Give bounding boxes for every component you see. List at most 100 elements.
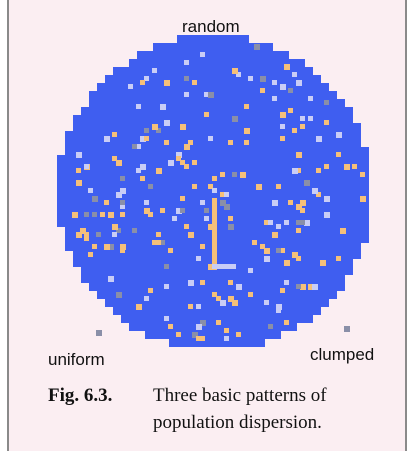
individual-dot: [280, 288, 285, 293]
individual-dot: [276, 304, 282, 310]
individual-dot: [320, 260, 326, 266]
individual-dot: [112, 224, 118, 230]
individual-dot: [232, 300, 238, 306]
individual-dot: [212, 188, 217, 193]
individual-dot: [140, 164, 146, 170]
individual-dot: [164, 316, 169, 321]
label-random: random: [182, 17, 240, 36]
individual-dot: [100, 212, 105, 217]
individual-dot: [188, 140, 193, 145]
individual-dot: [316, 168, 321, 173]
individual-dot: [164, 264, 169, 269]
individual-dot: [300, 284, 306, 290]
individual-dot: [156, 240, 161, 245]
individual-dot: [236, 284, 242, 290]
dispersion-disc: [57, 35, 369, 347]
individual-dot: [144, 296, 149, 301]
individual-dot: [216, 296, 221, 301]
individual-dot: [112, 232, 117, 237]
individual-dot: [308, 96, 313, 101]
individual-dot: [200, 336, 205, 341]
individual-dot: [264, 248, 270, 254]
individual-dot: [224, 204, 230, 210]
individual-dot: [164, 140, 169, 145]
individual-dot: [300, 124, 305, 129]
individual-dot: [144, 128, 149, 133]
individual-dot: [220, 192, 225, 197]
individual-dot: [228, 296, 234, 302]
individual-dot: [112, 156, 117, 161]
individual-dot: [104, 136, 110, 142]
individual-dot: [264, 220, 269, 225]
individual-dot: [324, 120, 329, 125]
individual-dot: [192, 184, 197, 189]
individual-dot: [188, 280, 194, 286]
individual-dot: [72, 212, 78, 218]
individual-dot: [288, 200, 293, 205]
individual-dot: [132, 144, 137, 149]
individual-dot: [120, 176, 125, 181]
individual-dot: [248, 76, 253, 81]
individual-dot: [300, 220, 305, 225]
individual-dot: [256, 184, 262, 190]
individual-dot: [316, 136, 322, 142]
individual-dot: [296, 256, 301, 261]
individual-dot: [296, 228, 301, 233]
individual-dot: [120, 212, 125, 217]
individual-dot: [280, 124, 285, 129]
individual-dot: [168, 248, 173, 253]
individual-dot: [184, 164, 189, 169]
individual-dot: [156, 168, 162, 174]
individual-dot: [352, 164, 357, 169]
individual-dot: [148, 212, 153, 217]
individual-dot: [148, 184, 153, 189]
individual-dot: [272, 200, 278, 206]
individual-dot: [92, 244, 97, 249]
disc-cells: [57, 35, 369, 347]
individual-dot: [200, 280, 205, 285]
individual-dot: [236, 332, 241, 337]
individual-dot: [308, 116, 313, 121]
individual-dot: [260, 76, 266, 82]
individual-dot: [144, 76, 149, 81]
individual-dot: [232, 116, 238, 122]
individual-dot: [324, 100, 329, 105]
individual-dot: [216, 320, 221, 325]
individual-dot: [120, 244, 126, 250]
individual-dot: [244, 128, 250, 134]
individual-dot: [164, 120, 170, 126]
individual-dot: [280, 136, 285, 141]
individual-dot: [168, 324, 173, 329]
individual-dot: [176, 208, 182, 214]
individual-dot: [208, 224, 214, 230]
individual-dot: [264, 256, 270, 262]
individual-dot: [200, 200, 205, 205]
individual-dot: [140, 80, 145, 85]
pointer-marker: [96, 330, 102, 336]
individual-dot: [296, 220, 301, 225]
individual-dot: [76, 232, 82, 238]
individual-dot: [164, 80, 170, 86]
individual-dot: [196, 336, 201, 341]
individual-dot: [160, 104, 166, 110]
caption-number: Fig. 6.3.: [48, 385, 113, 406]
individual-dot: [312, 284, 318, 290]
label-clumped: clumped: [310, 345, 375, 364]
individual-dot: [144, 136, 149, 141]
individual-dot: [236, 72, 241, 77]
label-uniform: uniform: [48, 350, 105, 369]
individual-dot: [156, 232, 161, 237]
individual-dot: [192, 80, 197, 85]
individual-dot: [160, 208, 165, 213]
individual-dot: [300, 200, 306, 206]
individual-dot: [88, 188, 93, 193]
individual-dot: [312, 188, 318, 194]
individual-dot: [184, 144, 190, 150]
individual-dot: [180, 196, 185, 201]
individual-dot: [180, 160, 185, 165]
individual-dot: [296, 80, 302, 86]
individual-dot: [196, 256, 201, 261]
individual-dot: [180, 208, 185, 213]
individual-dot: [308, 284, 314, 290]
individual-dot: [132, 228, 137, 233]
